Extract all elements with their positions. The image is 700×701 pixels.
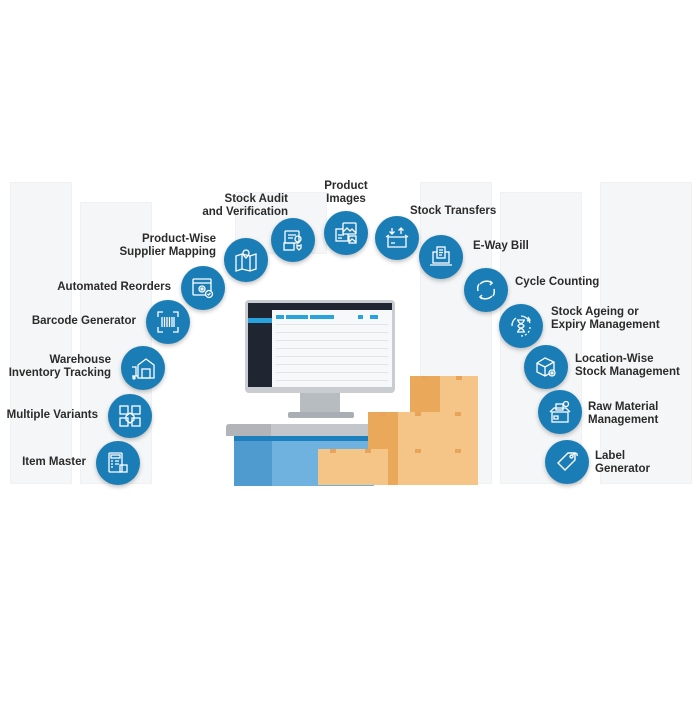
feature-label-line: Product-Wise bbox=[141, 233, 216, 245]
monitor bbox=[245, 300, 395, 393]
feature-label: Warehouse Inventory Tracking bbox=[9, 354, 111, 380]
feature-label-line: Expiry Management bbox=[551, 319, 660, 331]
software-screen-preview bbox=[248, 303, 392, 387]
feature-label: Stock Ageing or Expiry Management bbox=[551, 306, 660, 332]
feature-label: Label Generator bbox=[595, 450, 650, 476]
barcode-icon bbox=[146, 300, 190, 344]
feature-label-line: Inventory Tracking bbox=[8, 367, 111, 379]
cardboard-box bbox=[440, 376, 478, 412]
desk-top bbox=[226, 424, 386, 436]
feature-label-line: Supplier Mapping bbox=[119, 246, 216, 258]
feature-label: Barcode Generator bbox=[31, 315, 136, 327]
feature-label-line: Management bbox=[588, 414, 659, 426]
feature-label: Cycle Counting bbox=[515, 276, 600, 288]
warehouse-icon bbox=[121, 346, 165, 390]
feature-label: Multiple Variants bbox=[6, 409, 98, 421]
cardboard-box bbox=[398, 449, 438, 485]
feature-label: E-Way Bill bbox=[473, 240, 529, 252]
cardboard-box bbox=[348, 449, 388, 485]
map-pin-icon bbox=[224, 238, 268, 282]
monitor-base bbox=[288, 412, 354, 418]
feature-label-line: Product bbox=[324, 180, 368, 192]
feature-label: Stock Audit and Verification bbox=[198, 193, 288, 219]
box-transfer-icon bbox=[375, 216, 419, 260]
feature-label: Item Master bbox=[22, 456, 86, 468]
feature-label: Product-Wise Supplier Mapping bbox=[120, 233, 216, 259]
cardboard-box-side bbox=[388, 449, 398, 485]
laptop-document-icon bbox=[419, 235, 463, 279]
app-topbar bbox=[248, 303, 392, 310]
cardboard-box bbox=[438, 449, 478, 485]
feature-label-line: Warehouse bbox=[49, 354, 111, 366]
feature-label-line: Images bbox=[326, 193, 366, 205]
feature-label: Stock Transfers bbox=[410, 205, 497, 217]
item-list-icon bbox=[96, 441, 140, 485]
feature-label: Raw Material Management bbox=[588, 401, 658, 427]
cardboard-box bbox=[410, 376, 440, 412]
feature-label-line: Label bbox=[595, 450, 626, 462]
cardboard-box bbox=[318, 449, 348, 485]
variant-boxes-icon bbox=[108, 394, 152, 438]
box-gear-icon bbox=[524, 345, 568, 389]
feature-label-line: Stock Audit bbox=[224, 193, 288, 205]
monitor-stand bbox=[300, 393, 340, 415]
cardboard-box bbox=[398, 412, 438, 449]
desk-stripe bbox=[234, 436, 374, 441]
feature-label-line: Stock Management bbox=[575, 366, 680, 378]
open-box-icon bbox=[538, 390, 582, 434]
feature-label: Automated Reorders bbox=[57, 281, 171, 293]
cardboard-box bbox=[438, 412, 478, 449]
app-sidebar bbox=[248, 310, 272, 387]
feature-label-line: and Verification bbox=[202, 206, 288, 218]
feature-label-line: Raw Material bbox=[588, 401, 659, 413]
feature-label: Location-Wise Stock Management bbox=[575, 353, 680, 379]
feature-label-line: Generator bbox=[595, 463, 650, 475]
hourglass-icon bbox=[499, 304, 543, 348]
audit-certificate-icon bbox=[271, 218, 315, 262]
cycle-arrows-icon bbox=[464, 268, 508, 312]
image-gallery-icon bbox=[324, 211, 368, 255]
cardboard-box bbox=[368, 412, 398, 449]
tag-icon bbox=[545, 440, 589, 484]
feature-label: Product Images bbox=[316, 180, 376, 206]
reorder-window-icon bbox=[181, 266, 225, 310]
feature-label-line: Stock Ageing or bbox=[551, 306, 639, 318]
feature-label-line: Location-Wise bbox=[575, 353, 654, 365]
